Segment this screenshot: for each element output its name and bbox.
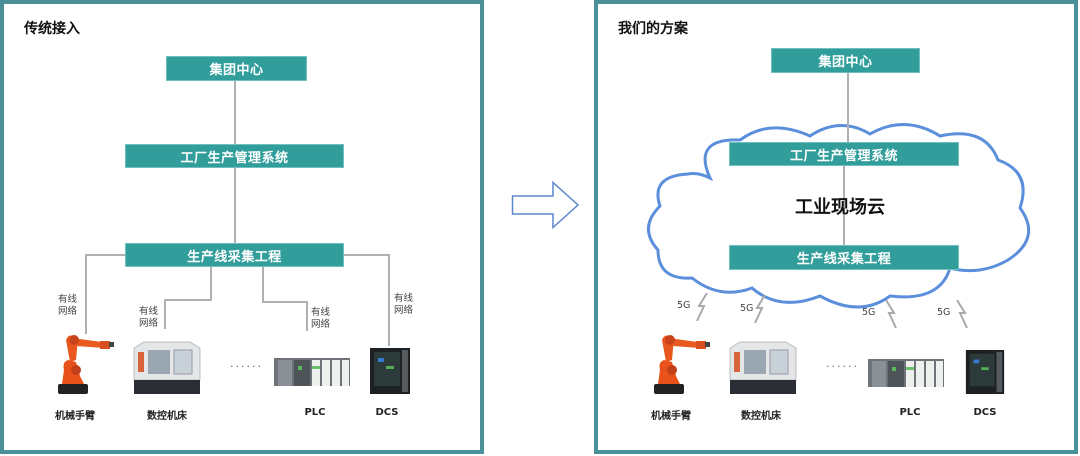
5g-label: 5G: [862, 307, 876, 318]
device-label-plc: PLC: [304, 407, 326, 418]
connector-line: [164, 299, 212, 301]
group-center-node: 集团中心: [166, 56, 307, 81]
wired-network-label: 有线 网络: [394, 293, 413, 317]
device-label-dcs: DCS: [375, 407, 399, 418]
plc-icon: [868, 355, 944, 389]
dcs-cabinet-icon: [965, 350, 1005, 394]
factory-management-node: 工厂生产管理系统: [729, 142, 959, 166]
robot-arm-icon: [648, 332, 714, 396]
label-line: 网络: [58, 306, 78, 317]
cnc-machine-icon: [726, 340, 800, 396]
label-line: 网络: [394, 305, 414, 316]
right-arrow-icon: [511, 181, 581, 231]
wireless-signal-icon: [695, 293, 709, 321]
label-line: 有线: [58, 294, 78, 305]
production-collect-node: 生产线采集工程: [729, 245, 959, 270]
connector-line: [262, 267, 264, 302]
factory-management-node: 工厂生产管理系统: [125, 144, 344, 168]
5g-label: 5G: [740, 303, 754, 314]
plc-icon: [274, 354, 350, 388]
production-collect-node: 生产线采集工程: [125, 243, 344, 267]
device-label-dcs: DCS: [973, 407, 997, 418]
cloud-label: 工业现场云: [795, 197, 885, 218]
connector-line: [85, 254, 125, 256]
label-line: 有线: [311, 307, 331, 318]
label-line: 网络: [311, 319, 331, 330]
device-label-cnc: 数控机床: [741, 411, 781, 422]
wired-network-label: 有线 网络: [311, 307, 330, 331]
group-center-node: 集团中心: [771, 48, 920, 73]
connector-line: [85, 254, 87, 334]
wired-network-label: 有线 网络: [139, 306, 158, 330]
label-line: 网络: [139, 318, 159, 329]
label-line: 有线: [394, 293, 414, 304]
wired-network-label: 有线 网络: [58, 294, 77, 318]
device-label-plc: PLC: [899, 407, 921, 418]
panel-title: 传统接入: [24, 21, 80, 37]
5g-label: 5G: [937, 307, 951, 318]
connector-line: [164, 299, 166, 329]
device-label-robot-arm: 机械手臂: [651, 411, 691, 422]
wireless-signal-icon: [884, 300, 898, 328]
connector-line: [210, 267, 212, 300]
5g-label: 5G: [677, 300, 691, 311]
connector-line: [306, 301, 308, 331]
wireless-signal-icon: [955, 300, 969, 328]
ellipsis: ······: [826, 360, 859, 373]
connector-line: [847, 73, 849, 143]
connector-line: [234, 168, 236, 243]
wireless-signal-icon: [753, 295, 767, 323]
robot-arm-icon: [52, 332, 118, 396]
ellipsis: ······: [230, 360, 263, 373]
device-label-robot-arm: 机械手臂: [55, 411, 95, 422]
connector-line: [234, 80, 236, 144]
device-label-cnc: 数控机床: [147, 411, 187, 422]
connector-line: [843, 166, 845, 245]
cnc-machine-icon: [130, 340, 204, 396]
label-line: 有线: [139, 306, 159, 317]
dcs-cabinet-icon: [370, 348, 410, 394]
panel-title: 我们的方案: [618, 21, 688, 37]
connector-line: [344, 254, 390, 256]
connector-line: [262, 301, 308, 303]
connector-line: [388, 254, 390, 346]
